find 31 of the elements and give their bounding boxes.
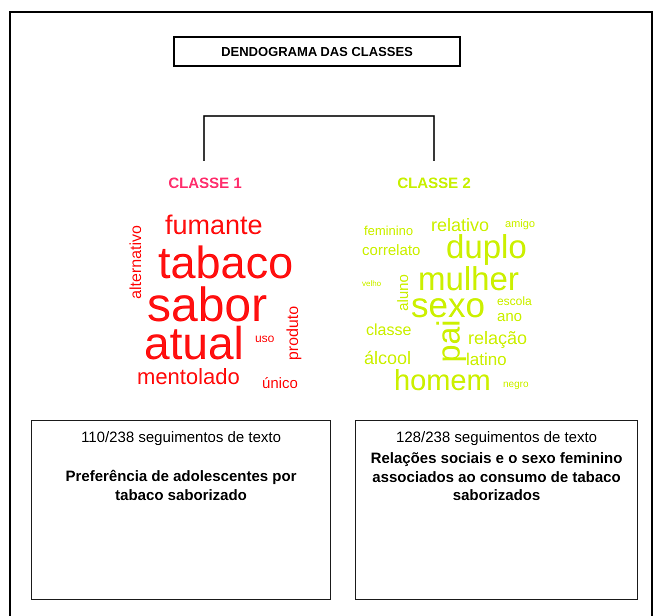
word-cloud-term: homem bbox=[394, 367, 491, 396]
word-cloud-term: uso bbox=[255, 332, 274, 344]
word-cloud-term: amigo bbox=[505, 219, 535, 230]
word-cloud-term: latino bbox=[466, 351, 507, 368]
word-cloud-term: correlato bbox=[362, 243, 420, 258]
word-cloud-term: álcool bbox=[364, 349, 412, 367]
word-cloud-term: feminino bbox=[364, 224, 414, 237]
class-description: Relações sociais e o sexo feminino associados ao consumo de tabaco saborizados bbox=[370, 450, 623, 506]
word-cloud-term: escola bbox=[497, 295, 532, 307]
class-description: Preferência de adolescentes por tabaco saborizado bbox=[64, 468, 298, 506]
word-cloud-term: alternativo bbox=[128, 225, 145, 299]
title-box: DENDOGRAMA DAS CLASSES bbox=[173, 36, 461, 67]
word-cloud-term: velho bbox=[362, 280, 382, 288]
segment-count: 128/238 seguimentos de texto bbox=[395, 429, 598, 448]
word-cloud-term: classe bbox=[366, 323, 412, 339]
word-cloud-term: fumante bbox=[165, 212, 263, 239]
segment-count: 110/238 seguimentos de texto bbox=[80, 429, 282, 448]
word-cloud-term: mentolado bbox=[137, 366, 240, 388]
class-summary-box bbox=[31, 420, 331, 600]
word-cloud-term: produto bbox=[286, 306, 302, 360]
dendrogram-bracket bbox=[203, 115, 435, 161]
word-cloud-term: aluno bbox=[395, 274, 410, 310]
class-summary-box bbox=[355, 420, 638, 600]
word-cloud-term: único bbox=[262, 376, 298, 391]
word-cloud-term: negro bbox=[503, 380, 529, 390]
word-cloud-term: pai bbox=[432, 320, 464, 362]
class-heading: CLASSE 1 bbox=[160, 175, 250, 195]
word-cloud-term: relação bbox=[468, 329, 528, 347]
word-cloud-term: ano bbox=[497, 309, 522, 324]
word-cloud-term: tabaco bbox=[158, 240, 294, 285]
class-heading: CLASSE 2 bbox=[393, 175, 475, 195]
